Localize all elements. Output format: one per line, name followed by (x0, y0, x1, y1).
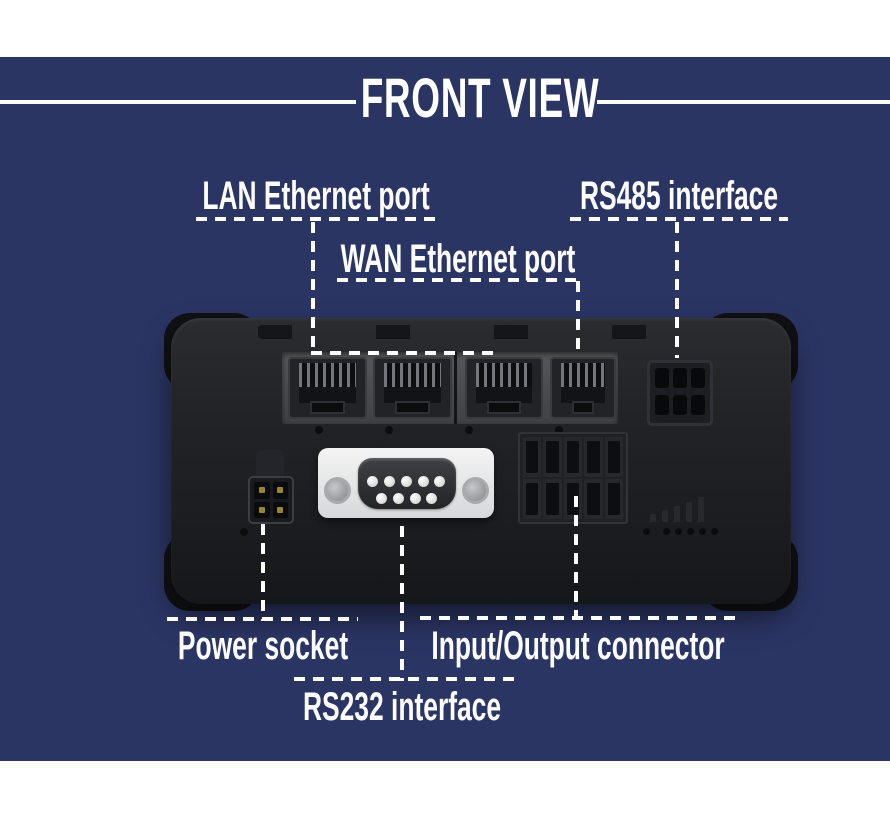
io-leader-line (574, 496, 578, 620)
label-lan-ethernet-port: LAN Ethernet port (202, 174, 430, 218)
led-hole (711, 528, 718, 535)
rj45-pins (561, 363, 605, 387)
rj45-cavity (299, 387, 356, 403)
signal-bars-etch (698, 497, 704, 522)
rs232-leader-line (400, 526, 404, 681)
router-front-panel (164, 313, 798, 611)
rj45-latch-slot (310, 401, 345, 414)
power-pin (254, 482, 270, 499)
lan-leader-line (311, 222, 315, 355)
top-vents (258, 325, 718, 339)
led-hole (663, 528, 670, 535)
signal-bars-etch (662, 510, 668, 522)
led-hole (675, 528, 682, 535)
db9-pin (426, 493, 437, 504)
lan-ports-bracket-line (311, 351, 497, 355)
db9-pin (384, 476, 395, 487)
rs485-leader-line (675, 222, 679, 358)
rj45-pins (384, 363, 441, 387)
rj45-cavity (476, 387, 532, 403)
power-pin (272, 501, 288, 518)
db9-mount-screw-right (462, 477, 489, 504)
io-label-overline (420, 616, 740, 620)
rs485-pin (655, 368, 669, 391)
rj45-pins (476, 363, 532, 387)
io-terminal (584, 479, 603, 519)
label-rs485-interface: RS485 interface (579, 174, 779, 218)
panel-screw (465, 426, 473, 434)
power-socket-connector (248, 476, 294, 524)
db9-pin (367, 476, 378, 487)
signal-bars-etch (650, 514, 656, 522)
rj45-latch-slot (395, 401, 430, 414)
io-terminal (584, 437, 603, 477)
rj45-cavity (561, 387, 605, 403)
title-rule-right (597, 100, 890, 104)
panel-screw (555, 426, 563, 434)
db9-pin (401, 476, 412, 487)
signal-bars-etch (674, 506, 680, 522)
led-hole (643, 528, 650, 535)
rj45-cavity (384, 387, 441, 403)
label-wan-ethernet-port: WAN Ethernet port (340, 237, 576, 281)
panel-screw (385, 426, 393, 434)
rs485-connector (647, 360, 713, 426)
rs485-pin (691, 395, 705, 418)
rj45-latch-slot (572, 401, 594, 414)
label-io-connector: Input/Output connector (431, 624, 725, 668)
io-terminal (543, 479, 562, 519)
title-rule-left (0, 100, 356, 104)
rs485-pin (673, 368, 687, 391)
power-pin (272, 482, 288, 499)
panel-screw (240, 528, 248, 536)
io-terminal (604, 479, 623, 519)
lan-label-underline (196, 217, 437, 221)
rs485-label-underline (570, 217, 788, 221)
ethernet-port-lan-2 (373, 357, 452, 419)
rs485-pin (673, 395, 687, 418)
io-terminal (543, 437, 562, 477)
wan-label-underline (337, 278, 580, 282)
db9-pin (418, 476, 429, 487)
db9-pin (410, 493, 421, 504)
led-hole (687, 528, 694, 535)
power-socket-latch (256, 450, 284, 478)
ethernet-port-wan (550, 357, 616, 419)
db9-pin (393, 493, 404, 504)
rs232-db9-connector (318, 448, 494, 518)
rj45-pins (299, 363, 356, 387)
io-terminal (523, 479, 542, 519)
db9-dsub-shroud (358, 458, 456, 509)
rj45-latch-slot (487, 401, 521, 414)
io-terminal (563, 437, 583, 477)
wan-leader-line (576, 281, 580, 357)
db9-mount-screw-left (324, 477, 351, 504)
signal-bars-etch (686, 502, 692, 522)
power-pin (254, 501, 270, 518)
led-hole (699, 528, 706, 535)
io-terminal (604, 437, 623, 477)
page-title: FRONT VIEW (360, 66, 600, 129)
db9-pin (376, 493, 387, 504)
db9-pin (434, 476, 445, 487)
panel-screw (315, 426, 323, 434)
power-leader-line (261, 524, 265, 621)
rs232-label-overline (294, 677, 517, 681)
label-power-socket: Power socket (177, 624, 349, 668)
io-terminal (563, 479, 583, 519)
ethernet-panel-divider (454, 352, 457, 424)
io-terminal (523, 437, 542, 477)
rs485-pin (655, 395, 669, 418)
ethernet-port-lan-1 (288, 357, 367, 419)
label-rs232-interface: RS232 interface (302, 685, 502, 729)
rs485-pin (691, 368, 705, 391)
ethernet-panel (282, 352, 618, 424)
io-terminal-block (518, 432, 628, 524)
ethernet-port-lan-3 (465, 357, 543, 419)
